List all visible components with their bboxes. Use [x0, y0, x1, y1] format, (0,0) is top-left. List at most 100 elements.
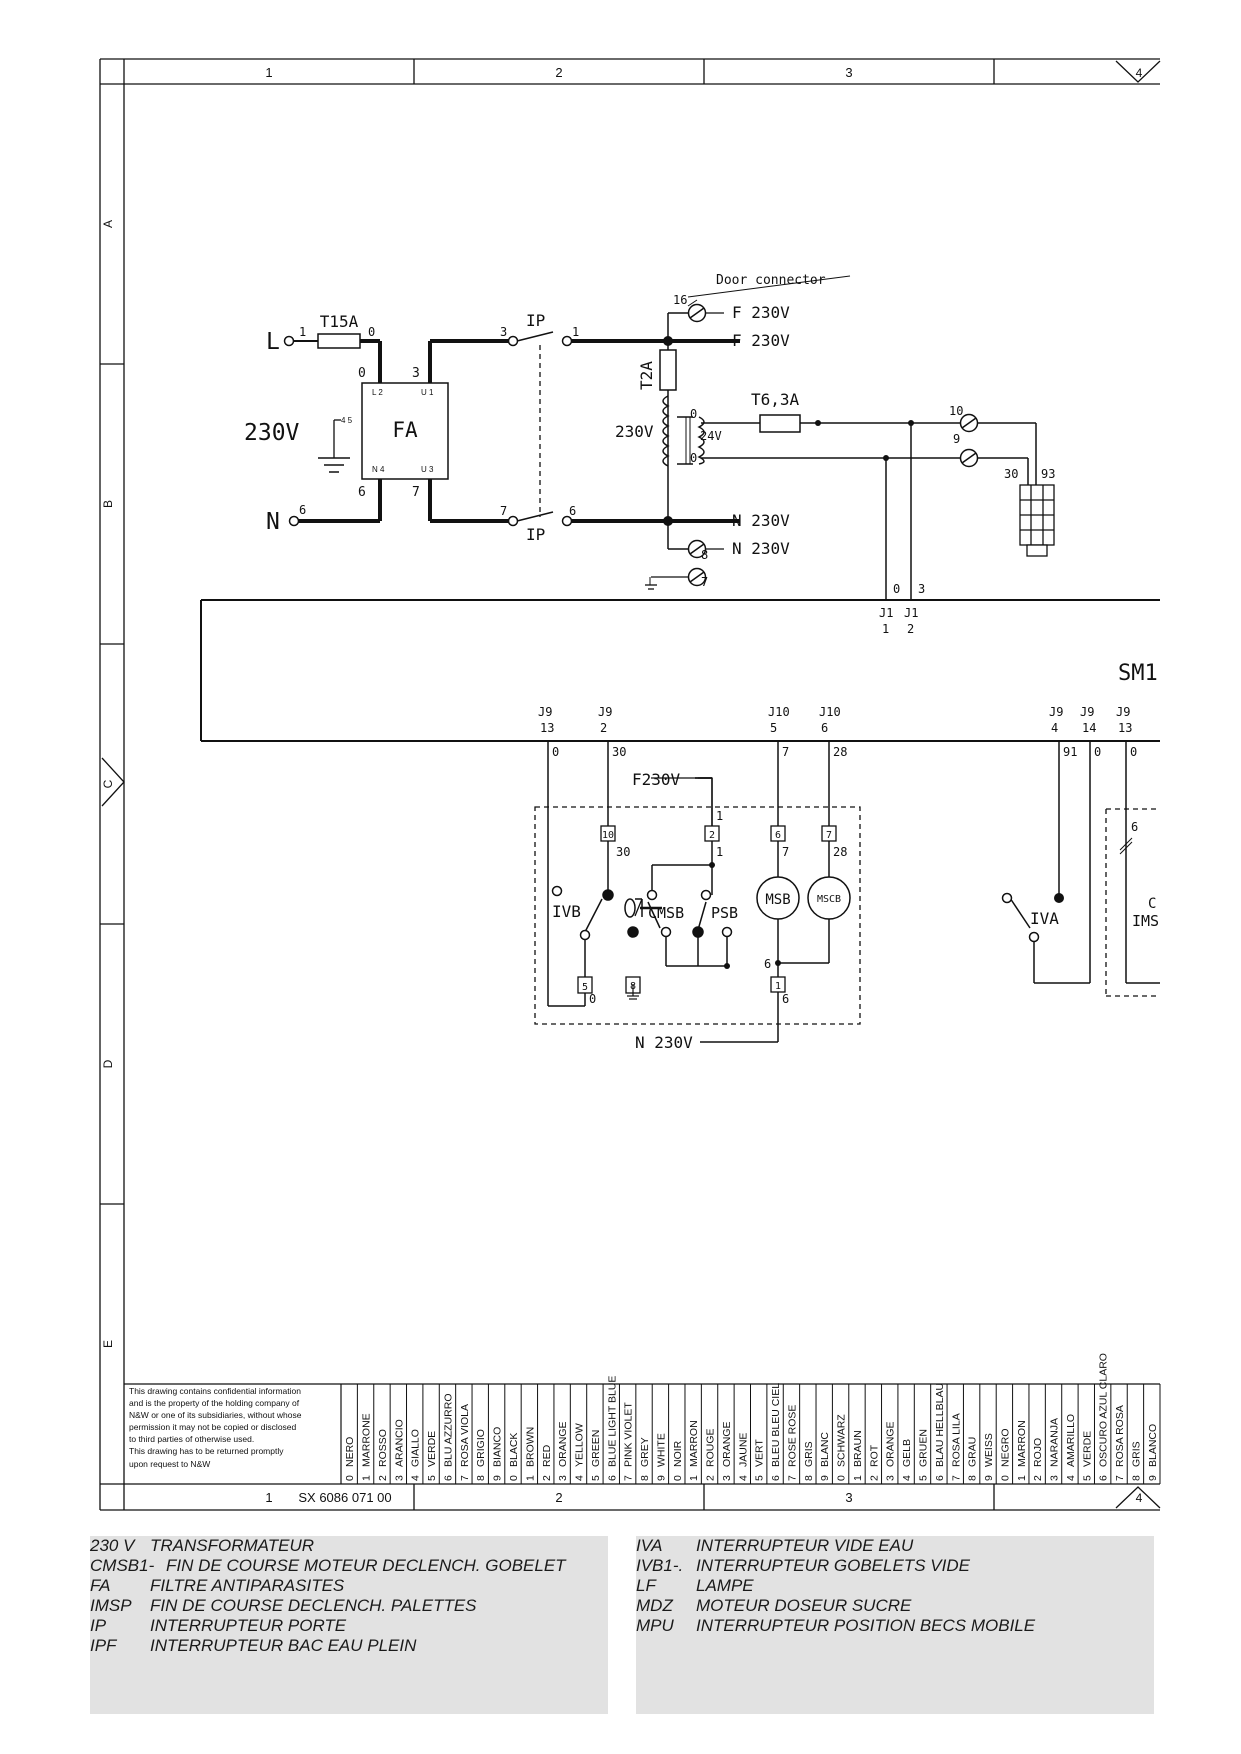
transformer-primary-label: 230V	[615, 422, 654, 441]
color-table-number: 9	[983, 1475, 995, 1481]
color-table-number: 0	[344, 1475, 356, 1481]
color-table-number: 8	[967, 1475, 979, 1481]
color-table-number: 1	[361, 1475, 373, 1481]
filter-wire-0: 0	[358, 366, 366, 381]
main-fuse	[317, 333, 361, 349]
iva-contact-open	[1001, 892, 1013, 904]
transformer-sec-top: 0	[690, 407, 697, 421]
color-table-entry: BLACK	[508, 1433, 520, 1467]
psb-label: PSB	[711, 904, 738, 922]
drawing-frame	[99, 58, 1161, 1511]
color-table-entry: BRAUN	[852, 1430, 864, 1467]
color-table-entry: GIALLO	[410, 1429, 422, 1467]
conn24-pin-9: 9	[953, 432, 960, 446]
color-table-entry: ROJO	[1032, 1438, 1044, 1467]
color-table-entry: GRIGIO	[475, 1429, 487, 1467]
n-aux-label: N 230V	[732, 539, 790, 558]
legend-code: CMSB1-	[90, 1556, 155, 1575]
legend-left: 230 V TRANSFORMATEUR CMSB1- FIN DE COURS…	[90, 1536, 608, 1714]
door-connector-label: F 230V	[732, 303, 790, 322]
j1-conn-a: J1	[879, 606, 893, 620]
color-table-entry: WHITE	[655, 1433, 667, 1467]
filter-box	[361, 382, 449, 480]
color-table-number: 0	[672, 1475, 684, 1481]
legend-item: 230 V TRANSFORMATEUR	[90, 1536, 608, 1556]
board-connector-name: J9	[1116, 705, 1130, 719]
mscb-motor	[807, 876, 851, 920]
color-table-entry: BROWN	[524, 1427, 536, 1467]
cup-pin-6: 6	[775, 830, 781, 841]
col-label-4: 4	[1136, 66, 1143, 80]
iva-contact-common	[1028, 931, 1040, 943]
legend-code: MDZ	[636, 1596, 673, 1615]
color-table-number: 7	[459, 1475, 471, 1481]
cmsb-label: CMSB	[648, 904, 684, 922]
transformer-secondary-fuse-label: T6,3A	[751, 390, 800, 409]
legend-item: CMSB1- FIN DE COURSE MOTEUR DECLENCH. GO…	[90, 1556, 608, 1576]
cup-wire-7: 7	[782, 845, 789, 859]
color-table-entry: BLANC	[819, 1432, 831, 1467]
color-table-entry: GRAU	[967, 1437, 979, 1467]
color-table-number: 6	[606, 1475, 618, 1481]
legend-item: IVB1-. INTERRUPTEUR GOBELETS VIDE	[636, 1556, 1154, 1576]
board-outline	[200, 599, 1160, 742]
msb-label: MSB	[765, 892, 790, 908]
color-table-number: 1	[852, 1475, 864, 1481]
color-table-entry: ROSA ROSA	[1114, 1405, 1126, 1467]
color-table-entry: MARRON	[688, 1420, 700, 1467]
note-line-3: N&W or one of its subsidiaries, without …	[129, 1410, 302, 1420]
msb-motor	[756, 876, 800, 920]
cup-wire-6a: 6	[764, 957, 771, 971]
color-table-entry: BLEU BLEU CIEL	[770, 1383, 782, 1467]
color-table-entry: ROSA VIOLA	[459, 1404, 471, 1467]
j1-conn-b-pin: 2	[907, 622, 914, 636]
legend-code: IPF	[90, 1636, 117, 1655]
color-table-number: 7	[623, 1475, 635, 1481]
cup-pin-2-box	[704, 825, 720, 842]
junction-dots	[663, 336, 914, 526]
cup-pin-2: 2	[709, 830, 715, 841]
color-table-entry: SCHWARZ	[836, 1414, 848, 1467]
conn24-c30: 30	[1004, 467, 1018, 481]
note-line-7: upon request to N&W	[129, 1459, 210, 1469]
cup-junctions	[709, 862, 781, 969]
color-table-number: 6	[1098, 1475, 1110, 1481]
f-line-label: F 230V	[732, 331, 790, 350]
n-line-label: N 230V	[732, 511, 790, 530]
cup-wire-6b: 6	[782, 992, 789, 1006]
color-table-number: 3	[1049, 1475, 1061, 1481]
color-table-entry: NERO	[344, 1437, 356, 1467]
cup-earth-icon	[627, 984, 639, 1000]
board-connector-pin: 13	[540, 721, 554, 735]
color-table-entry: BLUE LIGHT BLUE	[606, 1376, 618, 1467]
color-table-entry: ROSSO	[377, 1429, 389, 1467]
right-group-wiring	[1009, 741, 1160, 997]
board-wire-number: 28	[833, 745, 847, 759]
drawing-number: SX 6086 071 00	[298, 1490, 391, 1505]
color-table-entry: YELLOW	[574, 1423, 586, 1467]
color-table-number: 9	[1147, 1475, 1159, 1481]
power-wiring	[292, 275, 1037, 600]
note-line-4: permission it may not be copied or discl…	[129, 1422, 297, 1432]
color-table-number: 2	[705, 1475, 717, 1481]
main-fuse-label: T15A	[320, 312, 359, 331]
legend-item: FA FILTRE ANTIPARASITES	[90, 1576, 608, 1596]
color-table-entry: GREY	[639, 1437, 651, 1467]
color-table-entry: JAUNE	[737, 1433, 749, 1467]
color-table-entry: PINK VIOLET	[623, 1402, 635, 1467]
color-table-number: 6	[934, 1475, 946, 1481]
board-connector-pin: 2	[600, 721, 607, 735]
legend-code: MPU	[636, 1616, 674, 1635]
supply-N-pin: 6	[299, 503, 306, 517]
legend-code: 230 V	[90, 1536, 135, 1555]
color-table-number: 4	[901, 1475, 913, 1481]
board-wire-number: 91	[1063, 745, 1077, 759]
cup-pin-10: 10	[602, 830, 614, 841]
cup-wire-1b: 1	[716, 845, 723, 859]
supply-L-pin: 1	[299, 325, 306, 339]
board-wire-number: 30	[612, 745, 626, 759]
color-table-entry: ARANCIO	[393, 1419, 405, 1467]
ims-c-label: C	[1148, 896, 1156, 912]
color-table-entry: VERT	[754, 1439, 766, 1467]
color-table-entry: ORANGE	[885, 1421, 897, 1467]
